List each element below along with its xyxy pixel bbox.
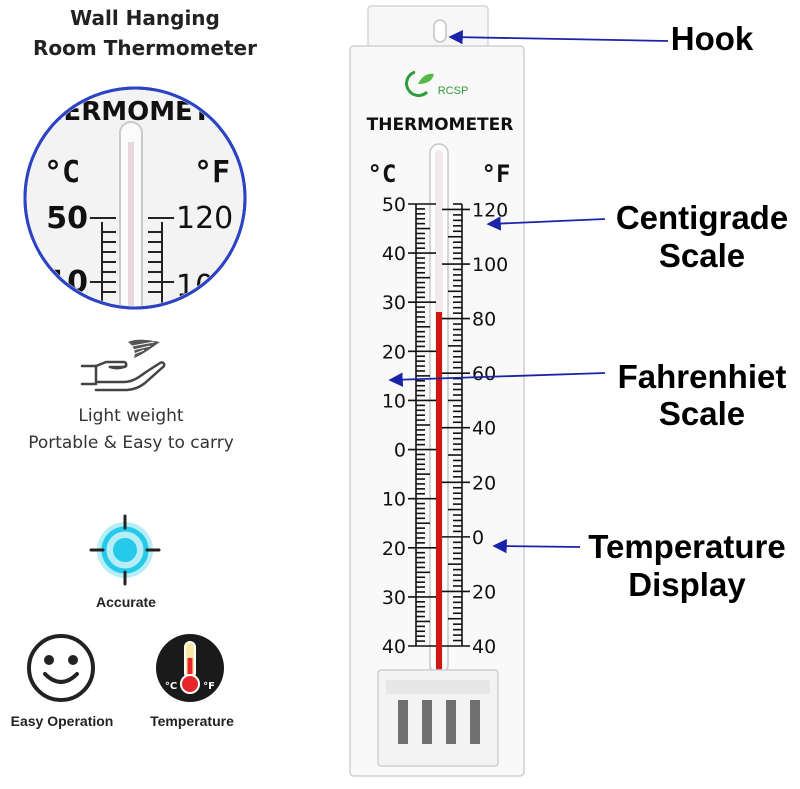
celsius-label: 40: [382, 243, 406, 265]
fahrenheit-callout-line-2: Scale: [658, 395, 746, 432]
heading-line-1: Wall Hanging: [70, 6, 220, 30]
celsius-label: 10: [382, 489, 406, 511]
fahrenheit-label: 0: [472, 527, 484, 549]
heading-line-2: Room Thermometer: [33, 36, 257, 60]
fahrenheit-label: 40: [472, 636, 496, 658]
smiley-face-icon: [27, 634, 95, 702]
celsius-label: 30: [382, 292, 406, 314]
badge-fahrenheit: °F: [203, 681, 215, 692]
fahrenheit-label: 40: [472, 418, 496, 440]
bulb-clip: [377, 669, 499, 767]
light-weight-line-2: Portable & Easy to carry: [28, 433, 234, 453]
celsius-label: 20: [382, 538, 406, 560]
display-callout-line-2: Display: [628, 566, 746, 603]
hand-feather-icon: [80, 339, 166, 392]
centigrade-callout-line-1: Centigrade: [615, 199, 789, 236]
fahrenheit-label: 20: [472, 472, 496, 494]
crosshair-target-icon: [89, 514, 161, 586]
zoom-celsius-unit: °C: [44, 155, 80, 190]
temperature-label: Temperature: [150, 713, 234, 729]
red-liquid-column: [436, 312, 442, 674]
celsius-label: 30: [382, 587, 406, 609]
fahrenheit-label: 120: [472, 199, 508, 221]
hook-callout: Hook: [670, 20, 754, 57]
celsius-scale-labels: 50 40 30 20 10 0 10 20 30 40: [382, 194, 406, 658]
zoom-c50-label: 50: [46, 201, 88, 236]
accurate-label: Accurate: [96, 594, 156, 610]
hook-hole: [433, 19, 447, 43]
brand-logo-text: RCSP: [438, 85, 469, 97]
celsius-unit-label: °C: [368, 160, 397, 188]
fahrenheit-unit-label: °F: [482, 160, 511, 188]
scale-ticks: [408, 203, 470, 647]
easy-operation-label: Easy Operation: [10, 713, 114, 729]
thermometer-badge-icon: °C °F: [156, 634, 224, 702]
fahrenheit-label: 80: [472, 309, 496, 331]
fahrenheit-callout-line-1: Fahrenhiet: [617, 358, 787, 395]
fahrenheit-label: 100: [472, 254, 508, 276]
zoom-f120-label: 120: [176, 201, 233, 236]
zoom-fahrenheit-unit: °F: [194, 155, 230, 190]
celsius-label: 50: [382, 194, 406, 216]
hook-arrow: [448, 30, 669, 45]
centigrade-arrow: [486, 216, 606, 231]
thermometer-title: THERMOMETER: [367, 115, 514, 135]
thermometer-product: RCSP THERMOMETER °C °F 50403020100102030…: [349, 5, 525, 777]
fahrenheit-label: 20: [472, 581, 496, 603]
celsius-label: 20: [382, 341, 406, 363]
fahrenheit-label: 60: [472, 363, 496, 385]
light-weight-line-1: Light weight: [78, 406, 184, 426]
display-callout-line-1: Temperature: [588, 528, 786, 565]
rcsp-logo-icon: [405, 70, 434, 97]
celsius-label: 0: [394, 440, 406, 462]
badge-celsius: °C: [165, 681, 177, 692]
display-arrow: [492, 538, 581, 554]
celsius-label: 10: [382, 390, 406, 412]
fahrenheit-scale-labels: 120 100 80 60 40 20 0 20 40: [472, 199, 508, 658]
celsius-label: 40: [382, 636, 406, 658]
zoom-detail-circle: HERMOMETE °C °F 50 120 10 10: [23, 86, 247, 310]
fahrenheit-arrow: [388, 372, 606, 387]
centigrade-callout-line-2: Scale: [658, 237, 746, 274]
